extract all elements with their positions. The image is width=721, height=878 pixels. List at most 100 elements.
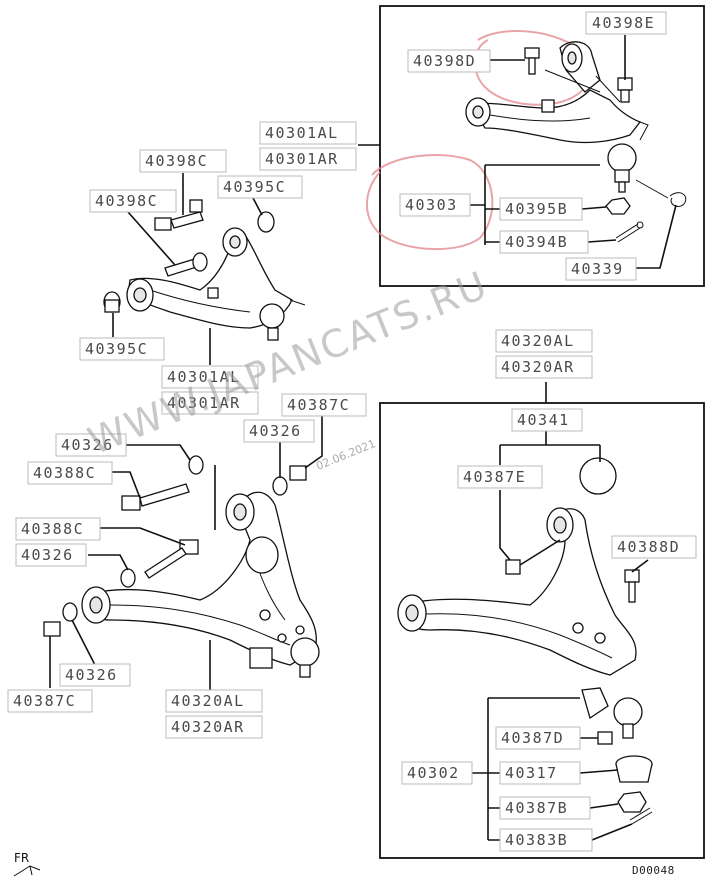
label-box-40301AL-upper[interactable]: 40301AL xyxy=(259,121,357,145)
leader-40394B xyxy=(587,239,617,243)
red-circle-marking-left xyxy=(365,154,494,251)
label-40387C-bottom: 40387C xyxy=(13,692,76,710)
leader-40387E-to-arm xyxy=(519,539,561,566)
label-box-40395C-left[interactable]: 40395C xyxy=(79,337,165,361)
leader-40395C-right xyxy=(252,197,263,216)
label-box-40394B[interactable]: 40394B xyxy=(499,230,589,254)
upper-arm-assembly-drawing xyxy=(103,199,306,341)
leader-40395B xyxy=(581,206,607,210)
part-labels: 40398E 40398D 40301AL 40301AR 40303 4039… xyxy=(7,11,697,852)
label-box-40387B[interactable]: 40387B xyxy=(499,796,591,820)
label-box-40387C-right[interactable]: 40387C xyxy=(281,393,367,417)
label-40387E: 40387E xyxy=(463,468,526,486)
label-40398E: 40398E xyxy=(592,14,655,32)
label-box-40398E[interactable]: 40398E xyxy=(585,11,667,35)
label-box-40388C-mid[interactable]: 40388C xyxy=(15,517,101,541)
label-40394B: 40394B xyxy=(505,233,568,251)
label-40320AR-detail: 40320AR xyxy=(501,358,575,376)
label-box-40320AR-assembly[interactable]: 40320AR xyxy=(165,715,263,739)
diagram-code: D00048 xyxy=(632,864,675,877)
label-box-40326-mid[interactable]: 40326 xyxy=(15,543,87,567)
label-box-40398C-top[interactable]: 40398C xyxy=(139,149,227,173)
label-40320AL-assembly: 40320AL xyxy=(171,692,245,710)
leader-40339 xyxy=(635,204,677,269)
label-40398D: 40398D xyxy=(413,52,476,70)
label-box-40301AL-lower[interactable]: 40301AL xyxy=(161,365,259,389)
label-40320AL-detail: 40320AL xyxy=(501,332,575,350)
label-40301AL-lower: 40301AL xyxy=(167,368,241,386)
label-box-40317[interactable]: 40317 xyxy=(499,761,581,785)
label-40303: 40303 xyxy=(405,196,458,214)
lower-arm-detail-frame xyxy=(379,402,705,859)
label-box-40326-bottom[interactable]: 40326 xyxy=(59,663,131,687)
front-arrow-icon xyxy=(13,865,41,877)
label-box-40320AR-detail[interactable]: 40320AR xyxy=(495,355,593,379)
label-40388C-top: 40388C xyxy=(33,464,96,482)
label-40320AR-assembly: 40320AR xyxy=(171,718,245,736)
label-box-40387D[interactable]: 40387D xyxy=(495,726,581,750)
leader-40388C-mid xyxy=(100,527,186,546)
label-box-40320AL-assembly[interactable]: 40320AL xyxy=(165,689,263,713)
label-box-40398D[interactable]: 40398D xyxy=(407,49,491,73)
label-box-40388C-top[interactable]: 40388C xyxy=(27,461,113,485)
upper-arm-detail-frame xyxy=(379,5,705,287)
leader-40326-bottom xyxy=(71,619,96,666)
label-box-40387C-bottom[interactable]: 40387C xyxy=(7,689,93,713)
label-40395C-left: 40395C xyxy=(85,340,148,358)
label-40387D: 40387D xyxy=(501,729,564,747)
label-40383B: 40383B xyxy=(505,831,568,849)
leader-40326-mid xyxy=(88,554,129,571)
label-40326-bottom: 40326 xyxy=(65,666,118,684)
leader-40398C-left xyxy=(127,211,176,266)
leader-40388C-top xyxy=(112,471,141,499)
label-box-40326-top[interactable]: 40326 xyxy=(55,433,127,457)
label-40398C-top: 40398C xyxy=(145,152,208,170)
direction-label: FR xyxy=(14,851,29,865)
bracket-40302 xyxy=(472,697,580,841)
leader-40383B xyxy=(591,823,633,841)
leader-40387C-right xyxy=(304,415,323,469)
label-40388C-mid: 40388C xyxy=(21,520,84,538)
label-box-40395B[interactable]: 40395B xyxy=(499,197,583,221)
label-box-40341[interactable]: 40341 xyxy=(511,408,583,432)
label-40301AL-upper: 40301AL xyxy=(265,124,339,142)
label-40398C-left: 40398C xyxy=(95,192,158,210)
label-40395B: 40395B xyxy=(505,200,568,218)
label-40317: 40317 xyxy=(505,764,558,782)
label-40388D: 40388D xyxy=(617,538,680,556)
leader-40326-top xyxy=(125,444,191,461)
label-box-40303[interactable]: 40303 xyxy=(399,193,471,217)
label-box-40301AR-upper[interactable]: 40301AR xyxy=(259,147,357,171)
label-box-40302[interactable]: 40302 xyxy=(401,761,473,785)
label-40326-right: 40326 xyxy=(249,422,302,440)
leader-40387E xyxy=(499,490,511,561)
label-box-40326-right[interactable]: 40326 xyxy=(243,419,315,443)
label-40326-top: 40326 xyxy=(61,436,114,454)
label-40301AR-upper: 40301AR xyxy=(265,150,339,168)
front-direction-indicator: FR xyxy=(13,851,41,877)
lower-arm-detail-drawing xyxy=(397,457,653,825)
leader-40388D xyxy=(631,559,649,573)
label-box-40383B[interactable]: 40383B xyxy=(499,828,593,852)
label-box-40395C-right[interactable]: 40395C xyxy=(217,175,303,199)
label-box-40387E[interactable]: 40387E xyxy=(457,465,543,489)
label-box-40388D[interactable]: 40388D xyxy=(611,535,697,559)
upper-arm-detail-drawing xyxy=(465,41,687,243)
label-box-40320AL-detail[interactable]: 40320AL xyxy=(495,329,593,353)
lower-arm-assembly-drawing xyxy=(43,455,320,678)
date-stamp: 02.06.2021 xyxy=(314,437,377,473)
bracket-40341 xyxy=(499,430,601,465)
label-box-40398C-left[interactable]: 40398C xyxy=(89,189,177,213)
label-box-40339[interactable]: 40339 xyxy=(565,257,637,281)
leader-40317 xyxy=(579,769,619,774)
label-40387C-right: 40387C xyxy=(287,396,350,414)
label-40339: 40339 xyxy=(571,260,624,278)
label-40301AR-lower: 40301AR xyxy=(167,394,241,412)
label-40302: 40302 xyxy=(407,764,460,782)
leader-40387B xyxy=(589,803,619,809)
label-40341: 40341 xyxy=(517,411,570,429)
label-box-40301AR-lower[interactable]: 40301AR xyxy=(161,391,259,415)
label-40395C-right: 40395C xyxy=(223,178,286,196)
bracket-40303 xyxy=(470,164,600,245)
